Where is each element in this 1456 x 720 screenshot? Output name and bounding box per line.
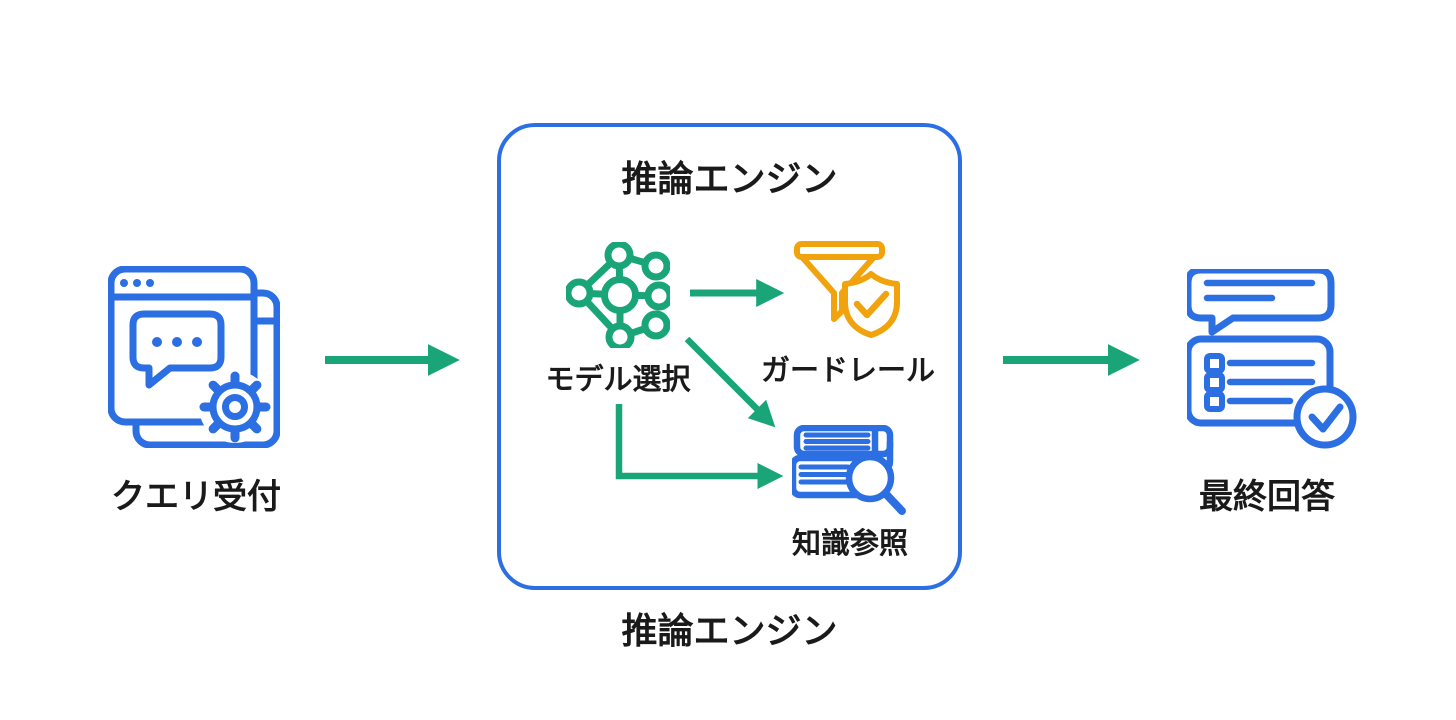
browser-chat-gear-icon [108, 266, 280, 448]
check-mark [1308, 403, 1344, 433]
engine-title: 推論エンジン [621, 159, 838, 200]
window-dots [120, 279, 154, 287]
query-node [108, 266, 280, 448]
chat-checklist-check-icon [1187, 269, 1357, 449]
magnifier-handle [882, 490, 906, 515]
funnel-shield-check-icon [794, 241, 900, 338]
books-magnifier-icon [792, 425, 906, 515]
answer-bubble-shape [1187, 269, 1335, 336]
engine-caption: 推論エンジン [621, 611, 838, 652]
check-badge [1293, 385, 1357, 449]
knowledge-label: 知識参照 [791, 526, 908, 560]
chat-bubble-shape [129, 310, 225, 389]
network-graph-icon [566, 242, 670, 348]
guardrail-label: ガードレール [760, 353, 935, 387]
query-label: クエリ受付 [111, 477, 281, 517]
answer-label: 最終回答 [1199, 477, 1335, 517]
checklist-panel-shape [1187, 335, 1334, 427]
guardrail-node [793, 240, 909, 340]
shield-shape [842, 271, 900, 338]
answer-node [1187, 269, 1357, 449]
engine-box: 推論エンジン [497, 123, 962, 590]
model-node [566, 242, 670, 348]
bubble-dots [152, 337, 202, 347]
gear-icon [199, 371, 271, 443]
knowledge-node [792, 425, 912, 522]
check-mark [853, 290, 890, 319]
model-label: モデル選択 [545, 362, 691, 396]
magnifier-glass [845, 453, 895, 503]
